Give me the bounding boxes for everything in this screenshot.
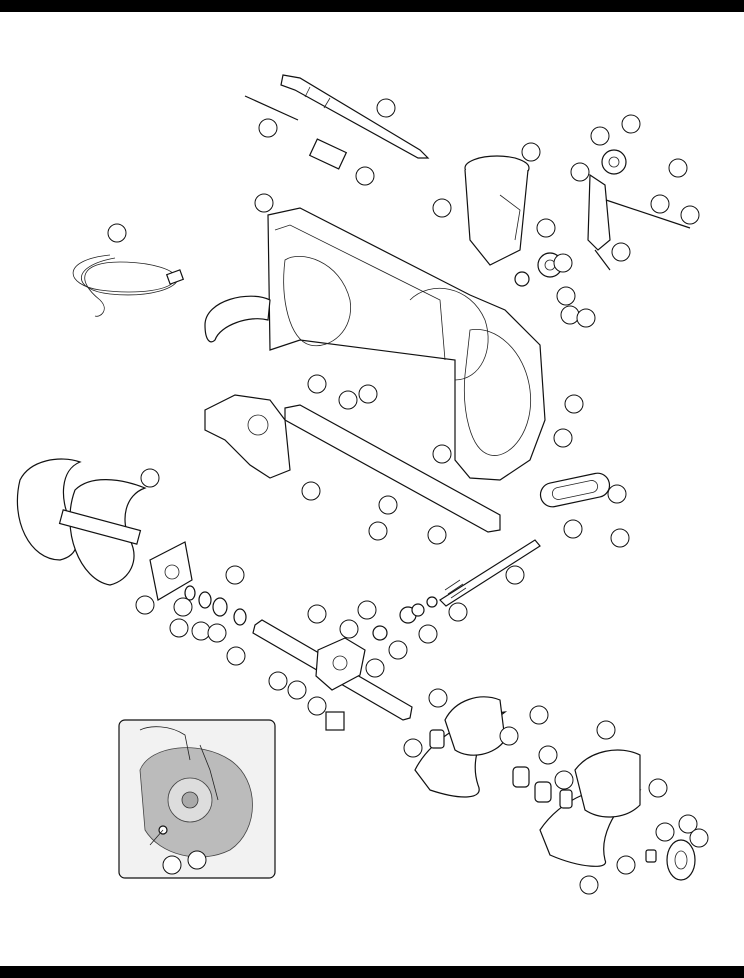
callout-bubble — [448, 602, 468, 622]
callout-bubble — [254, 193, 274, 213]
callout-bubble — [590, 126, 610, 146]
callout-bubble — [521, 142, 541, 162]
drive-shaft-part — [280, 74, 430, 159]
callout-bubble — [560, 305, 580, 325]
callout-bubble — [563, 519, 583, 539]
callout-bubble — [427, 525, 447, 545]
callout-bubble — [376, 98, 396, 118]
callout-bubble — [432, 444, 452, 464]
bearing-flange-part — [514, 252, 563, 287]
auger-right-1-part — [414, 696, 508, 798]
callout-bubble — [570, 162, 590, 182]
callout-bubble — [650, 194, 670, 214]
callout-bubble — [607, 484, 627, 504]
callout-bubble — [307, 374, 327, 394]
power-cord-part — [72, 254, 185, 317]
callout-bubble — [378, 495, 398, 515]
callout-bubble — [564, 394, 584, 414]
callout-bubble — [258, 118, 278, 138]
callout-bubble — [556, 286, 576, 306]
pulley-part — [601, 149, 627, 175]
callout-bubble — [611, 242, 631, 262]
callout-bubble — [596, 720, 616, 740]
callout-bubble — [225, 565, 245, 585]
callout-bubble — [339, 619, 359, 639]
auger-left-part — [16, 458, 147, 586]
callout-bubble — [553, 428, 573, 448]
callout-bubble — [358, 384, 378, 404]
callout-bubble — [365, 658, 385, 678]
callout-bubble — [226, 646, 246, 666]
plate-bracket-part — [587, 173, 691, 271]
impeller-shaft-part — [439, 539, 541, 607]
callout-bubble — [538, 745, 558, 765]
washer-row-part — [372, 596, 438, 641]
callout-bubble — [668, 158, 688, 178]
callout-bubble — [428, 688, 448, 708]
washer-stack-part — [184, 585, 247, 626]
callout-bubble — [678, 814, 698, 834]
bracket-part — [308, 138, 348, 170]
callout-layer — [107, 98, 709, 895]
callout-bubble — [287, 680, 307, 700]
callout-bubble — [432, 198, 452, 218]
callout-bubble — [554, 770, 574, 790]
callout-bubble — [169, 618, 189, 638]
chute-part — [464, 155, 530, 266]
callout-bubble — [107, 223, 127, 243]
bottom-border-bar — [0, 966, 744, 978]
callout-bubble — [140, 468, 160, 488]
callout-bubble — [655, 822, 675, 842]
gear-case-part — [204, 394, 291, 479]
callout-bubble — [338, 390, 358, 410]
callout-bubble — [616, 855, 636, 875]
callout-bubble — [301, 481, 321, 501]
callout-bubble — [505, 565, 525, 585]
callout-bubble — [418, 624, 438, 644]
callout-bubble — [529, 705, 549, 725]
auger-housing-part — [267, 207, 546, 481]
callout-bubble — [621, 114, 641, 134]
spacer-part — [512, 766, 552, 803]
bearing-plate-left-part — [149, 541, 193, 601]
callout-bubble — [355, 166, 375, 186]
reference-box — [325, 711, 345, 731]
rod-part — [244, 95, 299, 121]
callout-bubble — [403, 738, 423, 758]
callout-bubble — [576, 308, 596, 328]
inset-detail — [118, 719, 276, 879]
callout-bubble — [173, 597, 193, 617]
callout-bubble — [268, 671, 288, 691]
callout-bubble — [162, 855, 182, 875]
callout-bubble — [680, 205, 700, 225]
callout-bubble — [357, 600, 377, 620]
callout-bubble — [207, 623, 227, 643]
auger-right-2-part — [539, 749, 642, 867]
callout-bubble — [553, 253, 573, 273]
top-border-bar — [0, 0, 744, 12]
callout-bubble — [579, 875, 599, 895]
callout-bubble — [610, 528, 630, 548]
end-flange-part — [645, 839, 696, 881]
callout-bubble — [368, 521, 388, 541]
callout-bubble — [191, 621, 211, 641]
gearbox-part — [315, 637, 366, 691]
callout-bubble — [187, 850, 207, 870]
callout-bubble — [536, 218, 556, 238]
callout-bubble — [388, 640, 408, 660]
callout-bubble — [135, 595, 155, 615]
skid-shoe-right-part — [539, 472, 611, 508]
callout-bubble — [689, 828, 709, 848]
callout-bubble — [307, 604, 327, 624]
callout-bubble — [307, 696, 327, 716]
callout-bubble — [499, 726, 519, 746]
skid-shoe-left-part — [204, 295, 271, 343]
callout-bubble — [648, 778, 668, 798]
